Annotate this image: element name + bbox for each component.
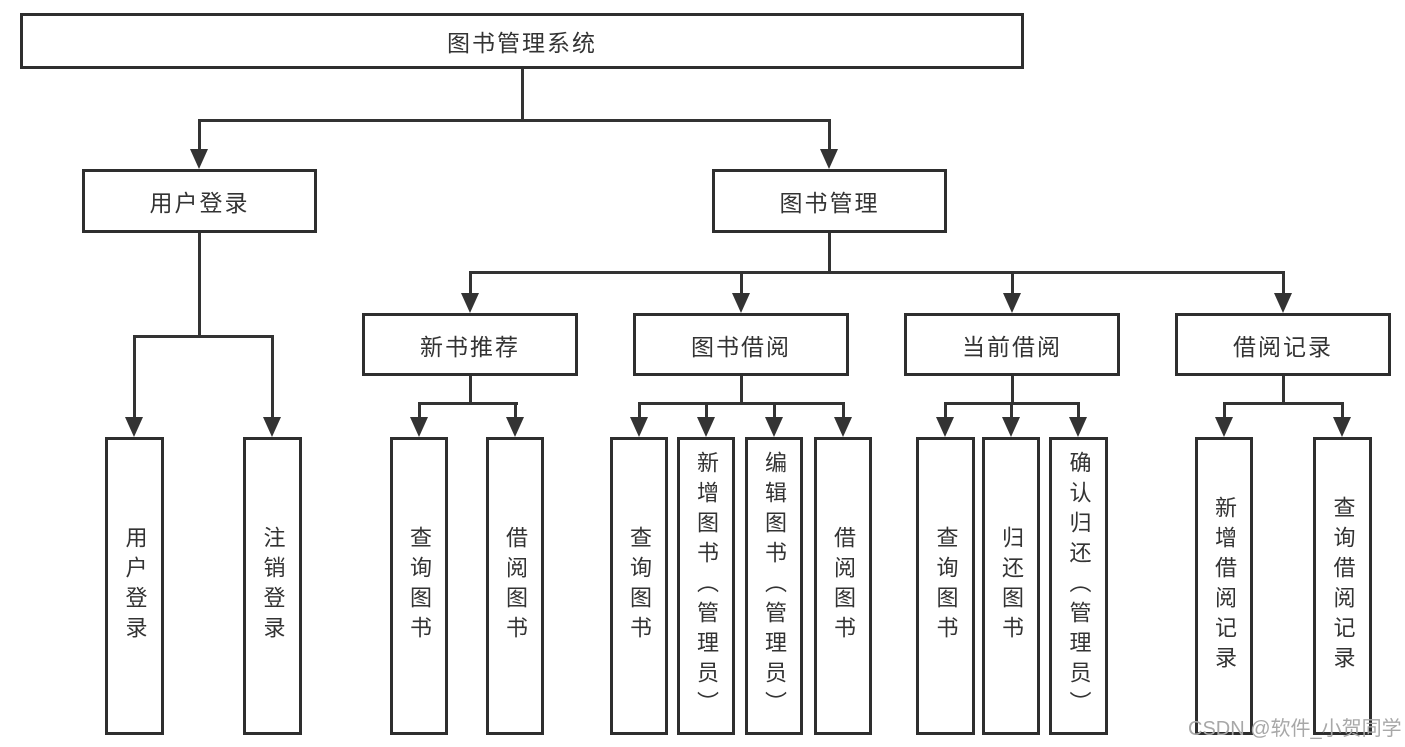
leaf-borrow-books: 借阅图书 [814, 437, 872, 735]
connector-leaf [1076, 401, 1080, 419]
leaf-add-borrow-record: 新增借阅记录 [1195, 437, 1253, 735]
connector-borrow-records-split [1222, 401, 1344, 405]
leaf-borrow-books-recommend: 借阅图书 [486, 437, 544, 735]
connector-to-book-management [827, 118, 831, 151]
leaf-query-books-current: 查询图书 [916, 437, 975, 735]
arrow-down-icon [190, 149, 208, 169]
connector-new-book-stub [468, 376, 472, 404]
connector-root-stub [520, 69, 524, 121]
arrow-down-icon [1274, 293, 1292, 313]
connector-book-mgmt-split [468, 270, 1285, 274]
arrow-down-icon [820, 149, 838, 169]
connector-new-book-split [417, 401, 518, 405]
arrow-down-icon [263, 417, 281, 437]
node-book-borrow: 图书借阅 [633, 313, 849, 376]
connector-leaf [513, 401, 517, 419]
connector-book-mgmt-stub [827, 233, 831, 274]
connector-leaf [943, 401, 947, 419]
arrow-down-icon [765, 417, 783, 437]
node-library-system: 图书管理系统 [20, 13, 1024, 69]
connector-leaf [1340, 401, 1344, 419]
arrow-down-icon [1069, 417, 1087, 437]
arrow-down-icon [1003, 293, 1021, 313]
connector-to-book-borrow [739, 270, 743, 294]
connector-to-current-borrow [1010, 270, 1014, 294]
arrow-down-icon [506, 417, 524, 437]
leaf-return-book: 归还图书 [982, 437, 1040, 735]
connector-book-borrow-stub [739, 376, 743, 404]
arrow-down-icon [630, 417, 648, 437]
arrow-down-icon [697, 417, 715, 437]
connector-borrow-records-stub [1281, 376, 1285, 404]
arrow-down-icon [1002, 417, 1020, 437]
leaf-query-books-borrow: 查询图书 [610, 437, 668, 735]
connector-current-borrow-stub [1010, 376, 1014, 404]
arrow-down-icon [1215, 417, 1233, 437]
node-book-management: 图书管理 [712, 169, 947, 233]
node-borrow-records: 借阅记录 [1175, 313, 1391, 376]
arrow-down-icon [1333, 417, 1351, 437]
leaf-logout: 注销登录 [243, 437, 302, 735]
connector-to-new-book [468, 270, 472, 294]
connector-to-user-login [197, 118, 201, 151]
arrow-down-icon [732, 293, 750, 313]
arrow-down-icon [125, 417, 143, 437]
connector-root-split [197, 118, 831, 122]
connector-user-login-split [132, 334, 274, 338]
connector-leaf [772, 401, 776, 419]
leaf-query-books-recommend: 查询图书 [390, 437, 448, 735]
leaf-confirm-return-admin: 确认归还（管理员） [1049, 437, 1108, 735]
csdn-watermark: CSDN @软件_小贺同学 [1188, 718, 1402, 740]
arrow-down-icon [461, 293, 479, 313]
node-current-borrow: 当前借阅 [904, 313, 1120, 376]
connector-user-login-stub [197, 233, 201, 336]
connector-leaf [1222, 401, 1226, 419]
leaf-add-book-admin: 新增图书（管理员） [677, 437, 735, 735]
connector-leaf [841, 401, 845, 419]
node-new-book-recommend: 新书推荐 [362, 313, 578, 376]
leaf-query-borrow-record: 查询借阅记录 [1313, 437, 1372, 735]
arrow-down-icon [834, 417, 852, 437]
connector-leaf [637, 401, 641, 419]
connector-to-leaf-user-login [132, 334, 136, 419]
connector-to-leaf-logout [270, 334, 274, 419]
connector-to-borrow-records [1281, 270, 1285, 294]
connector-leaf [704, 401, 708, 419]
leaf-user-login: 用户登录 [105, 437, 164, 735]
connector-leaf [1009, 401, 1013, 419]
leaf-edit-book-admin: 编辑图书（管理员） [745, 437, 803, 735]
arrow-down-icon [410, 417, 428, 437]
connector-book-borrow-split [637, 401, 845, 405]
node-user-login: 用户登录 [82, 169, 317, 233]
arrow-down-icon [936, 417, 954, 437]
connector-leaf [417, 401, 421, 419]
